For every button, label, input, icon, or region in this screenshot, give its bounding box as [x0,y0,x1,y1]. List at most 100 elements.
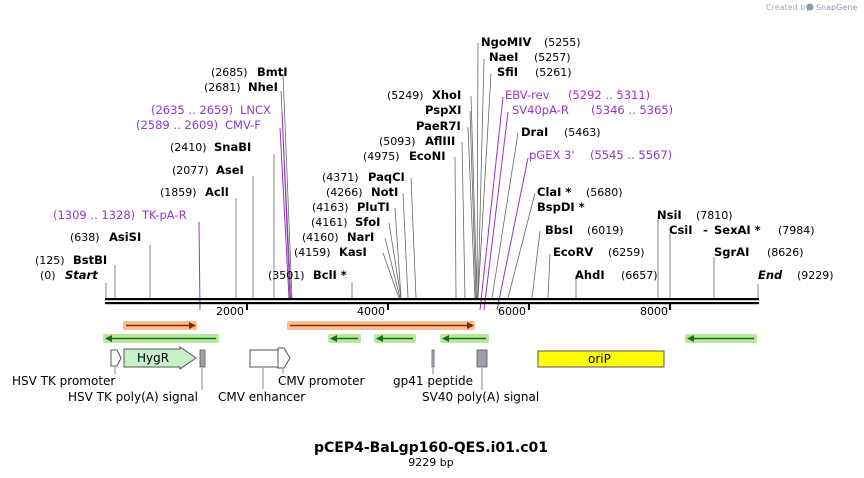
site-name-ngomiv: NgoMIV [481,35,531,49]
site-pos-sexai: (7984) [778,224,815,237]
hsv-tk-polya-shape [199,349,206,368]
site-pos-sfii: (5261) [535,66,572,79]
site-pos-sfoi: (4161) [311,216,348,229]
site-name-bbsi: BbsI [545,223,573,237]
tick-label-8000: 8000 [640,305,668,318]
green-feature-5 [685,334,757,343]
site-name-end: End [758,268,783,282]
site-name-clai: ClaI * [537,185,571,199]
tick-label-6000: 6000 [498,305,526,318]
green-features [103,334,757,343]
site-name-pluti: PluTI [357,200,390,214]
green-feature-3 [374,334,416,343]
site-pos-asei: (2077) [172,164,209,177]
scale-ticks: 2000 4000 6000 8000 [216,304,671,318]
site-pos-ngomiv: (5255) [544,36,581,49]
site-name-bcli: BclI * [313,268,347,282]
site-name-snabi: SnaBI [214,140,251,154]
site-pos-naei: (5257) [534,51,571,64]
plasmid-backbone [105,298,759,305]
hygr-label: HygR [137,351,169,365]
site-name-sfoi: SfoI [355,215,380,229]
site-name-nsii: NsiI [657,208,682,222]
primer-name-ebv-rev: EBV-rev [505,88,550,102]
site-name-sfii: SfiI [497,65,518,79]
site-pos-noti: (4266) [326,186,363,199]
brand-text: SnapGene [816,3,857,12]
primer-connector-lines [198,96,529,311]
orange-feature-2 [287,321,475,330]
site-pos-afliii: (5093) [379,135,416,148]
site-name-nhei: NheI [248,80,278,94]
site-name-xhoi: XhoI [432,88,461,102]
site-name-nari: NarI [347,230,374,244]
map-length: 9229 bp [408,456,453,469]
hygr-feature: HygR [123,346,197,370]
orip-feature: oriP [537,350,665,368]
site-name-drai: DraI [521,125,548,139]
site-name-dash: - [703,223,708,237]
site-pos-clai: (5680) [586,186,623,199]
site-pos-bbsi: (6019) [587,224,624,237]
hsv-tk-promoter-shape [110,349,122,367]
site-pos-ahdi: (6657) [621,269,658,282]
hsv-tk-promoter-label: HSV TK promoter [12,374,115,388]
orange-feature-1 [123,321,197,330]
site-name-acli: AclI [205,185,229,199]
site-pos-asisi: (638) [70,231,100,244]
site-name-ecorv: EcoRV [553,245,593,259]
site-name-asei: AseI [216,163,244,177]
site-name-afliii: AflIII [425,134,455,148]
site-pos-paqci: (4371) [322,171,359,184]
green-feature-1 [103,334,219,343]
orip-label: oriP [588,352,611,366]
primer-range-lncx: (2635 .. 2659) [151,103,233,117]
site-name-sexai: SexAI * [714,223,761,237]
primer-name-sv40pa-r: SV40pA-R [512,103,569,117]
site-pos-nsii: (7810) [696,209,733,222]
green-feature-4 [440,334,489,343]
sv40-polya-label: SV40 poly(A) signal [422,390,539,404]
primer-range-tk-pa-r: (1309 .. 1328) [53,208,135,222]
site-name-ahdi: AhdI [575,268,605,282]
site-name-kasi: KasI [339,245,367,259]
primer-name-tk-pa-r: TK-pA-R [141,208,187,222]
gp41-peptide-label: gp41 peptide [393,374,473,388]
primer-range-cmv-f: (2589 .. 2609) [136,118,218,132]
site-pos-bstbi: (125) [35,254,65,267]
site-name-naei: NaeI [489,50,518,64]
primer-range-pgex3: (5545 .. 5567) [590,148,672,162]
site-pos-pluti: (4163) [312,201,349,214]
cmv-enhancer-promoter-shape [249,347,291,369]
cmv-promoter-label: CMV promoter [278,374,365,388]
site-name-bmti: BmtI [257,65,288,79]
primer-name-lncx: LNCX [240,103,271,117]
site-pos-acli: (1859) [160,186,197,199]
primer-range-ebv-rev: (5292 .. 5311) [568,88,650,102]
site-pos-nari: (4160) [302,231,339,244]
primer-range-sv40pa-r: (5346 .. 5365) [591,103,673,117]
site-pos-sgrai: (8626) [767,246,804,259]
tick-label-2000: 2000 [216,305,244,318]
site-pos-econi: (4975) [363,150,400,163]
gp41-peptide-shape [431,349,435,368]
map-title: pCEP4-BaLgp160-QES.i01.c01 [314,440,548,456]
site-name-start: Start [65,268,98,282]
site-name-paer7i: PaeR7I [416,119,461,133]
primer-name-pgex3: pGEX 3' [529,148,575,162]
site-pos-ecorv: (6259) [608,246,645,259]
site-name-bspdi: BspDI * [537,200,585,214]
snapgene-logo-icon [806,3,814,11]
primer-name-cmv-f: CMV-F [225,118,261,132]
cmv-enhancer-label: CMV enhancer [218,390,305,404]
green-feature-2 [328,334,361,343]
site-pos-xhoi: (5249) [387,89,424,102]
site-name-paqci: PaqCI [368,170,405,184]
site-pos-end: (9229) [797,269,834,282]
tick-label-4000: 4000 [357,305,385,318]
site-pos-start: (0) [40,269,56,282]
site-name-sgrai: SgrAI [714,245,749,259]
site-pos-kasi: (4159) [294,246,331,259]
site-pos-drai: (5463) [564,126,601,139]
site-name-csii: CsiI [669,223,693,237]
